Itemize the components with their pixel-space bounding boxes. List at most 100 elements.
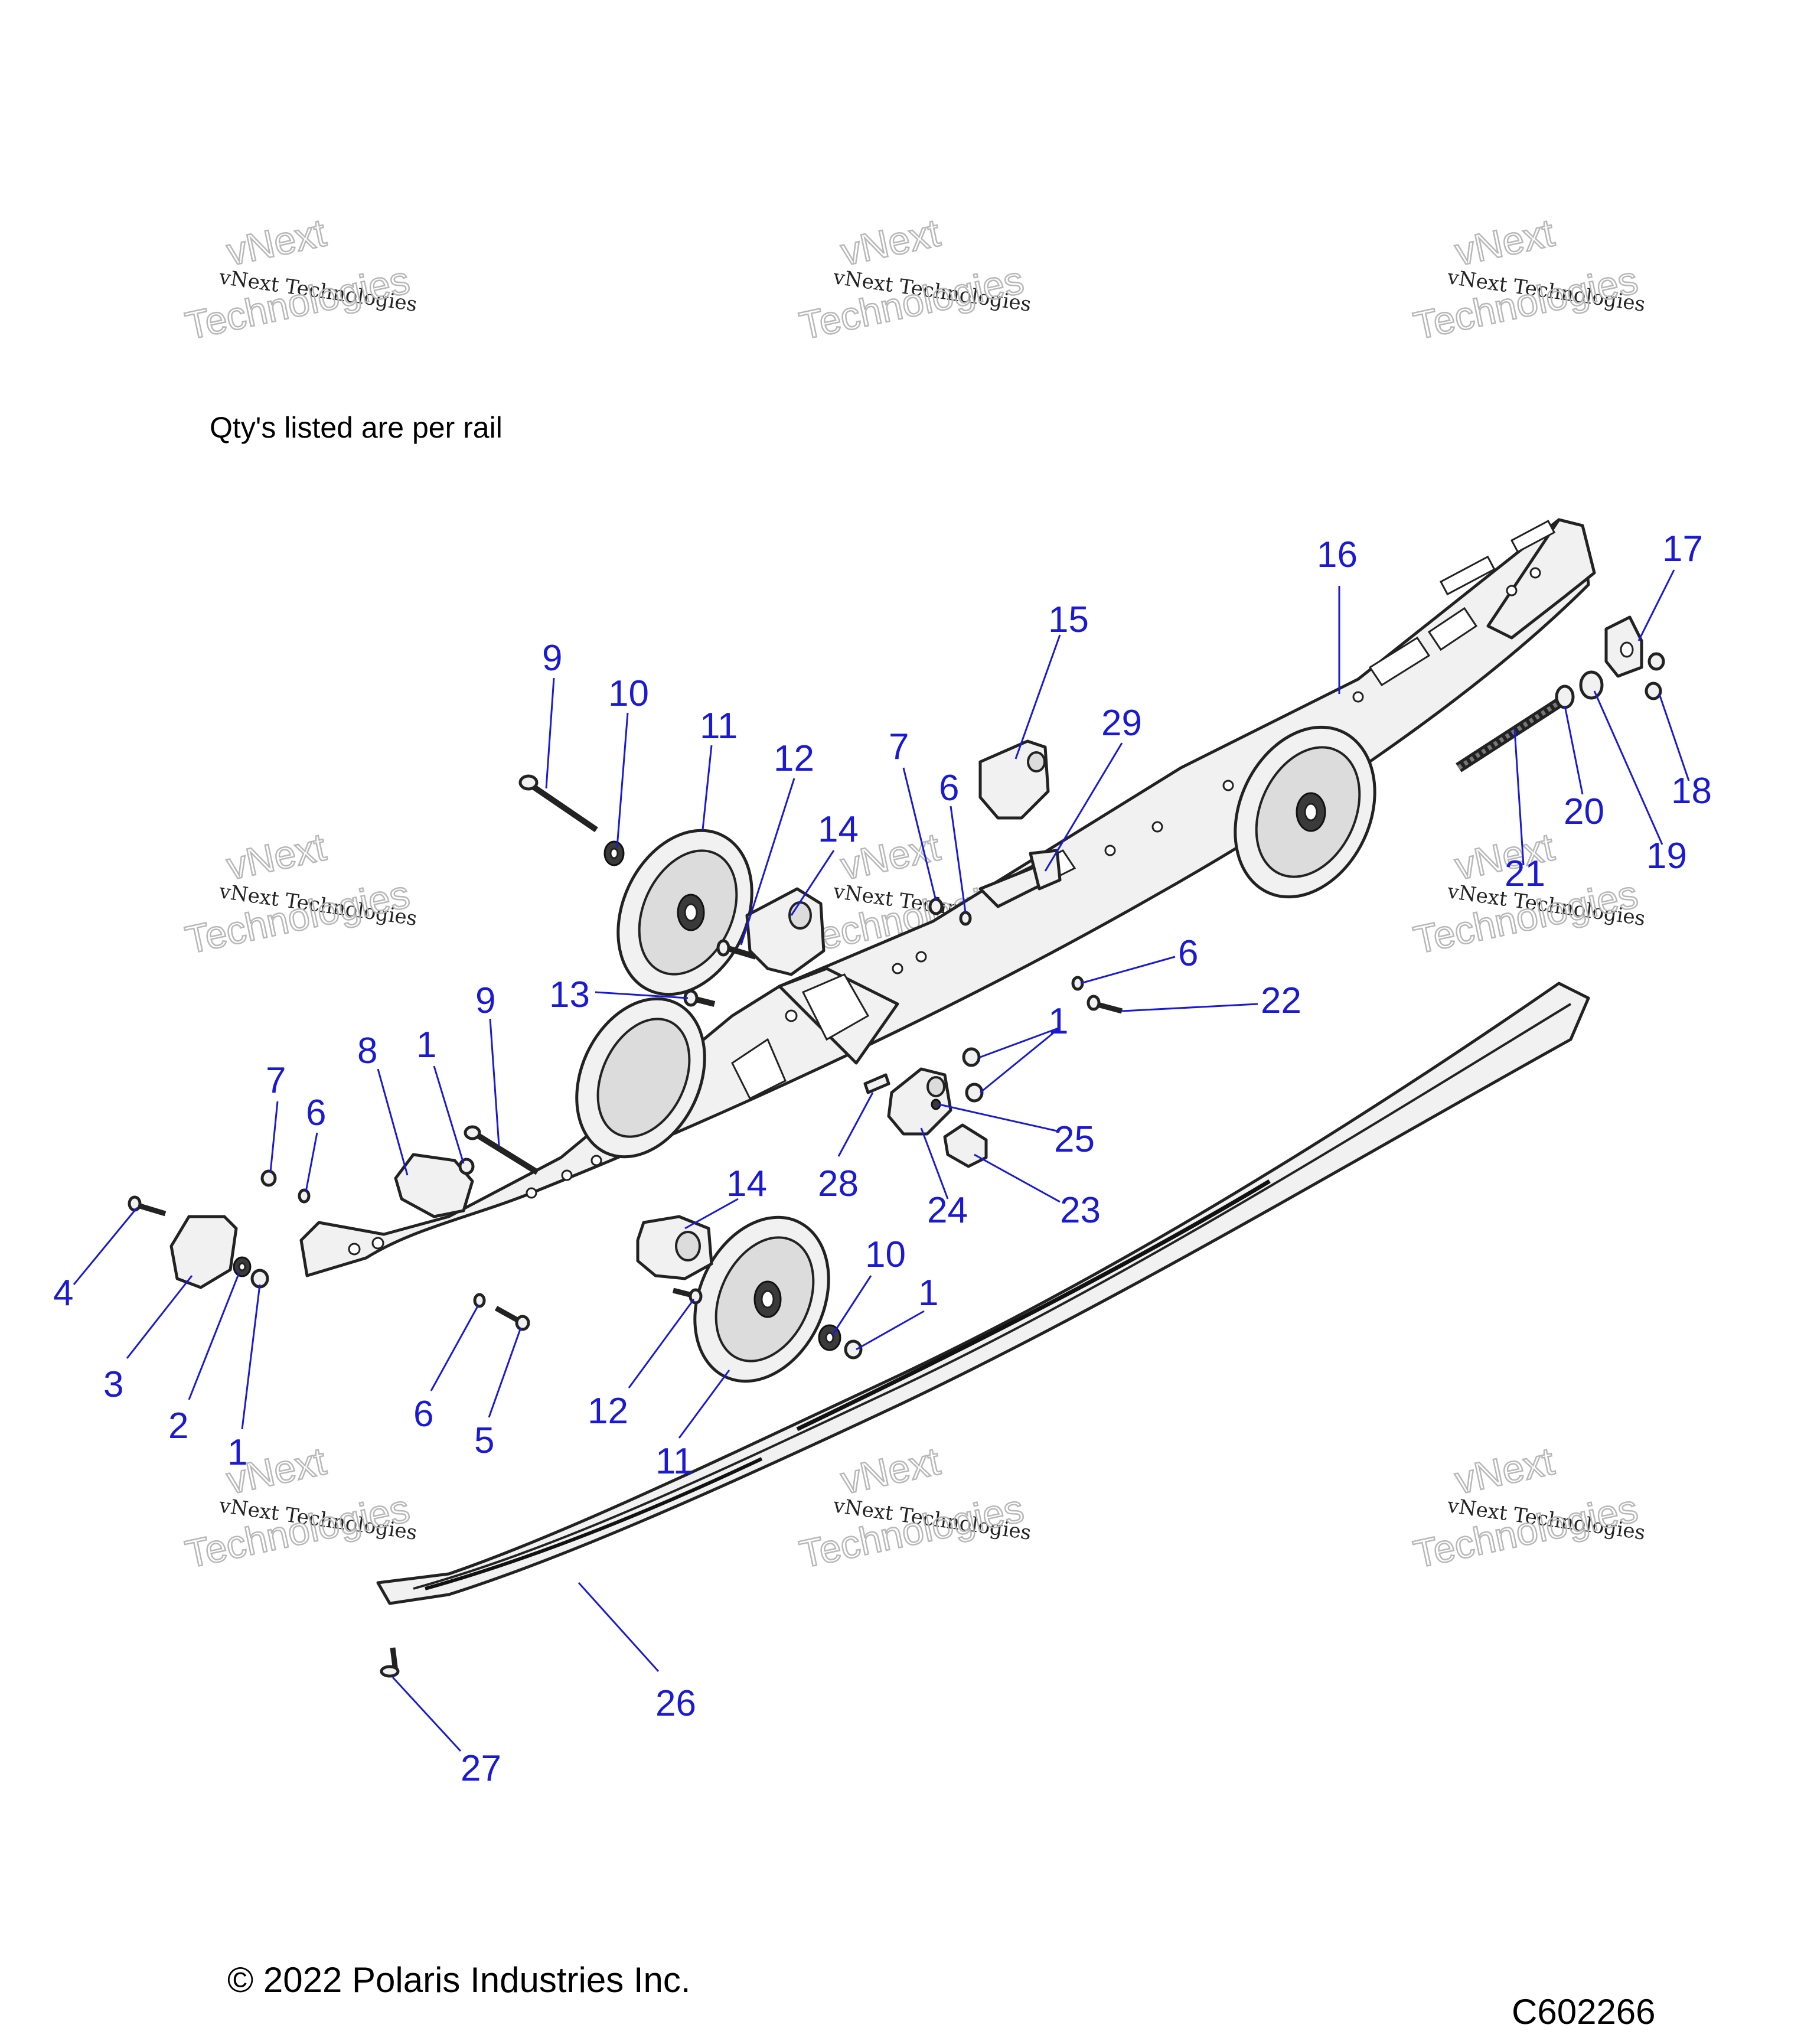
part-12-stub-bolt-upper (716, 939, 757, 960)
part-28-clip (863, 1073, 890, 1094)
callout-6: 6 (939, 768, 959, 809)
part-6-washer-upper (959, 911, 972, 926)
part-8-front-mount (394, 1153, 474, 1218)
callout-1: 1 (918, 1273, 938, 1313)
callout-5: 5 (474, 1420, 494, 1461)
part-21-adjuster-rod (1456, 698, 1562, 772)
callout-9: 9 (542, 638, 562, 679)
diagram-code: C602266 (1512, 1992, 1656, 2032)
part-11-idler-wheel-lower (693, 1215, 830, 1383)
watermark-bottom-center: vNext vNext Technologies Technologies (795, 1438, 1033, 1577)
callout-13: 13 (549, 974, 590, 1015)
callout-20: 20 (1564, 791, 1604, 832)
callout-1: 1 (416, 1025, 436, 1065)
callout-7: 7 (889, 726, 909, 767)
watermark-text: vNext (837, 210, 944, 273)
part-1-nut-lower-wheel (844, 1339, 863, 1360)
callout-14: 14 (818, 809, 859, 850)
part-24-cam-block (887, 1067, 952, 1136)
watermark-text: Technologies (1410, 1486, 1642, 1576)
part-12-stub-bolt-lower (672, 1287, 703, 1305)
part-9-long-bolt-upper (518, 774, 598, 833)
part-1-nut-front (250, 1269, 269, 1289)
callout-11: 11 (655, 1441, 693, 1482)
watermark-text: vNext (223, 824, 329, 888)
part-23-spacer (943, 1123, 988, 1168)
part-25-pin (931, 1098, 941, 1110)
watermark-bottom-left: vNext vNext Technologies Technologies (181, 1438, 419, 1577)
watermark-text: Technologies (796, 257, 1027, 347)
callout-22: 22 (1261, 980, 1301, 1021)
part-14-wheel-mount-upper (745, 887, 826, 976)
part-7-nut-lower (260, 1169, 277, 1187)
callout-10: 10 (865, 1234, 906, 1275)
part-19-adjuster (1579, 670, 1604, 700)
callout-1: 1 (1048, 1001, 1068, 1042)
watermark-text: vNext (1451, 1439, 1558, 1502)
callout-17: 17 (1662, 529, 1703, 569)
watermark-top-right: vNext vNext Technologies Technologies (1409, 210, 1647, 348)
watermark-text: Technologies (182, 872, 413, 961)
callout-3: 3 (103, 1364, 123, 1405)
part-10-washer-upper (603, 840, 625, 866)
part-13-bolt (683, 989, 716, 1007)
part-6-washer-lower-left (298, 1188, 311, 1204)
callout-16: 16 (1317, 534, 1358, 575)
callout-8: 8 (357, 1031, 377, 1071)
watermark-text: Technologies (1410, 257, 1642, 347)
watermark-top-center: vNext vNext Technologies Technologies (795, 210, 1033, 348)
callout-24: 24 (927, 1190, 968, 1231)
callout-19: 19 (1646, 836, 1687, 876)
callout-21: 21 (1505, 853, 1545, 894)
callout-9: 9 (475, 980, 495, 1021)
part-14-wheel-mount-lower (636, 1215, 713, 1280)
callout-1: 1 (227, 1432, 247, 1473)
watermark-text: vNext (1451, 210, 1558, 273)
leader-lines (73, 569, 1690, 1752)
callout-12: 12 (774, 738, 814, 779)
part-27-screw (380, 1647, 400, 1678)
part-22-bolt (1087, 995, 1123, 1014)
callout-25: 25 (1054, 1119, 1095, 1160)
part-26-slide-rail (376, 982, 1590, 1605)
watermark-text: vNext (837, 1439, 944, 1502)
callout-6: 6 (1178, 933, 1198, 974)
watermark-text: vNext (223, 210, 329, 273)
rail-holes (348, 567, 1541, 1256)
part-11-idler-wheel-middle (575, 997, 706, 1159)
callout-6: 6 (306, 1093, 326, 1133)
callout-27: 27 (461, 1748, 501, 1789)
watermark-text: Technologies (796, 1486, 1027, 1576)
callout-23: 23 (1060, 1190, 1101, 1231)
callout-18: 18 (1671, 771, 1712, 811)
callout-labels: 16 17 15 9 10 11 12 29 7 6 14 18 20 19 2… (53, 529, 1712, 1789)
callout-28: 28 (818, 1163, 859, 1204)
part-1-nut-pair-upper (962, 1047, 984, 1103)
watermark-text: Technologies (182, 1486, 413, 1576)
callout-7: 7 (266, 1060, 286, 1101)
part-4-bolt (128, 1195, 167, 1217)
callout-6: 6 (413, 1394, 433, 1435)
part-9-long-bolt-lower (464, 1125, 539, 1175)
watermark-bottom-right: vNext vNext Technologies Technologies (1409, 1438, 1647, 1577)
part-6-washer-bottom (473, 1293, 486, 1308)
callout-14: 14 (726, 1163, 767, 1204)
callout-15: 15 (1048, 599, 1089, 640)
part-11-idler-wheel-rear (1234, 725, 1376, 899)
part-17-end-bracket (1604, 615, 1643, 678)
callout-29: 29 (1101, 703, 1142, 744)
callout-11: 11 (700, 706, 738, 746)
callout-26: 26 (655, 1683, 696, 1724)
quantity-note: Qty's listed are per rail (210, 411, 503, 444)
callout-2: 2 (168, 1406, 188, 1446)
watermark-mid-left: vNext vNext Technologies Technologies (181, 824, 419, 963)
part-5-bolt (494, 1306, 530, 1331)
watermark-text: Technologies (182, 257, 413, 347)
part-18-nut (1645, 652, 1665, 700)
part-1-nut-mid (458, 1158, 475, 1175)
copyright-text: © 2022 Polaris Industries Inc. (227, 1960, 691, 2000)
part-2-washer (233, 1256, 252, 1277)
part-7-nut-upper (928, 898, 944, 915)
